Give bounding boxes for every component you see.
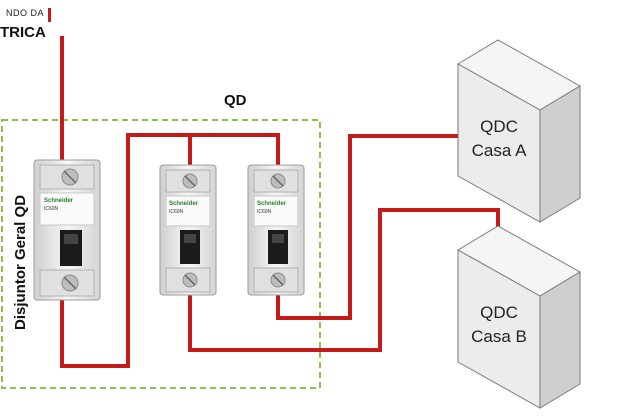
main-breaker: Schneider IC60N	[33, 159, 101, 301]
qdc-box-casa-a: QDC Casa A	[457, 39, 581, 223]
casa-a-label-2: Casa A	[472, 141, 527, 160]
wire-breaker3-to-casa-a	[276, 134, 458, 320]
main-breaker-brand: Schneider	[44, 198, 74, 204]
casa-b-label-2: Casa B	[471, 327, 527, 346]
wire-breaker2-to-casa-b	[188, 208, 500, 352]
wire-main-to-bus	[60, 133, 280, 368]
breaker-1-model: IC60N	[169, 209, 184, 215]
logo-line-1: NDO DA	[6, 8, 45, 18]
logo-accent-bar	[48, 8, 51, 22]
wires	[60, 36, 500, 368]
logo-line-2: TRICA	[0, 24, 46, 41]
circuit-breaker-1: Schneider IC60N	[159, 164, 217, 296]
casa-b-side	[539, 271, 581, 409]
logo: NDO DA TRICA	[0, 8, 60, 48]
breaker-1-brand: Schneider	[169, 201, 199, 207]
casa-a-front	[457, 63, 541, 223]
main-breaker-model: IC60N	[44, 206, 59, 212]
circuit-breaker-2: Schneider IC60N	[247, 164, 305, 296]
casa-a-label-1: QDC	[480, 117, 518, 136]
casa-b-front	[457, 249, 541, 409]
casa-a-side	[539, 85, 581, 223]
casa-b-label-1: QDC	[480, 303, 518, 322]
breaker-2-brand: Schneider	[257, 201, 287, 207]
qdc-box-casa-b: QDC Casa B	[457, 225, 581, 409]
main-breaker-label: Disjuntor Geral QD	[12, 194, 29, 330]
panel-title: QD	[224, 92, 247, 109]
breaker-2-model: IC60N	[257, 209, 272, 215]
panel-border	[1, 119, 321, 389]
